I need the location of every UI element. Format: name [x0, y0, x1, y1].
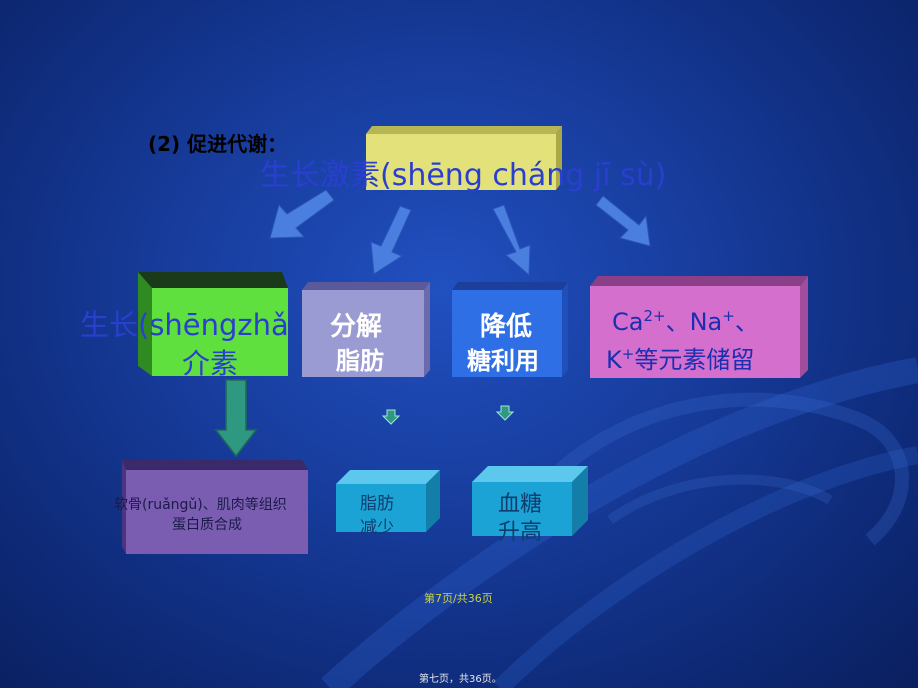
arrow-to-growth-factor: [269, 189, 335, 239]
arrow-to-ion-retention: [595, 195, 651, 247]
growth-factor-box: [138, 272, 288, 376]
section-subtitle: (2) 促进代谢：: [148, 132, 288, 156]
fat-reduction-line2: 减少: [360, 518, 394, 538]
blood-sugar-rise-cube: [472, 466, 588, 536]
growth-hormone-box: [366, 126, 562, 190]
down-arrow-small-fat: [381, 409, 401, 425]
footer-text: 第七页，共36页。: [419, 674, 502, 685]
arrow-to-lower-sugar-use: [492, 204, 531, 277]
ion-retention-box: [590, 276, 808, 378]
lower-sugar-use-box: [452, 282, 568, 377]
growth-hormone-label: 生长激素(shēng cháng jī sù): [260, 158, 667, 193]
blood-sugar-rise-line2: 升高: [498, 520, 543, 545]
fat-reduction-cube: [336, 470, 440, 532]
lower-sugar-use-line2: 糖利用: [467, 347, 539, 375]
down-arrow-large: [214, 379, 258, 458]
arrow-to-fat-breakdown: [370, 205, 412, 275]
fat-breakdown-box: [302, 282, 430, 377]
growth-factor-line1: 生长(shēngzhǎ: [80, 308, 289, 342]
protein-synthesis-line1: 软骨(ruǎngǔ)、肌肉等组织: [114, 497, 287, 513]
fat-reduction-line1: 脂肪: [360, 494, 394, 514]
protein-synthesis-box: [122, 460, 308, 554]
protein-synthesis-line2: 蛋白质合成: [172, 517, 242, 533]
page-counter: 第7页/共36页: [424, 592, 493, 605]
fat-breakdown-line2: 脂肪: [336, 347, 384, 375]
lower-sugar-use-line1: 降低: [480, 312, 533, 342]
ion-retention-line2: K+等元素储留: [606, 345, 755, 374]
fat-breakdown-line1: 分解: [330, 312, 383, 342]
blood-sugar-rise-line1: 血糖: [498, 492, 543, 517]
ion-retention-line1: Ca2+、Na+、: [612, 307, 759, 336]
down-arrow-small-sugar: [495, 405, 515, 421]
growth-factor-line2: 介素: [182, 347, 239, 380]
